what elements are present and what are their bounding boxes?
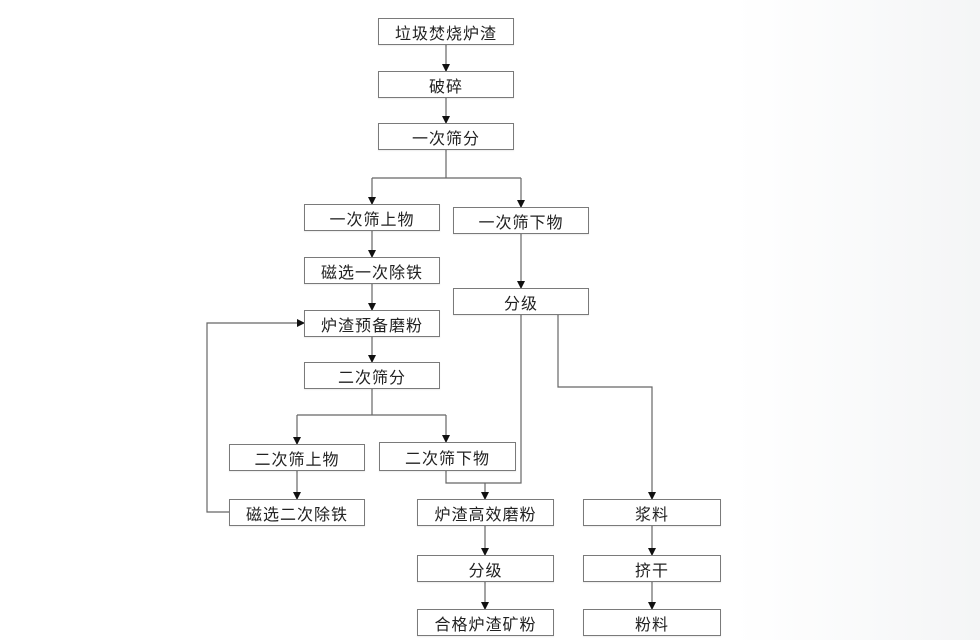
- node-second-screening: 二次筛分: [304, 362, 440, 389]
- node-second-magnetic-separation: 磁选二次除铁: [229, 499, 365, 526]
- node-first-screening: 一次筛分: [378, 123, 514, 150]
- node-slag-input: 垃圾焚烧炉渣: [378, 18, 514, 45]
- node-qualified-slag-powder: 合格炉渣矿粉: [417, 609, 554, 636]
- split-n9: [297, 389, 446, 416]
- split-n3: [372, 150, 521, 179]
- node-slurry: 浆料: [583, 499, 721, 526]
- merge-n7-n11: [445, 315, 522, 499]
- node-classification-2: 分级: [417, 555, 554, 582]
- node-powder: 粉料: [583, 609, 721, 636]
- node-pre-grinding: 炉渣预备磨粉: [304, 310, 440, 337]
- loop-n12-n8: [206, 319, 305, 513]
- node-second-oversize: 二次筛上物: [229, 444, 365, 471]
- node-first-undersize: 一次筛下物: [453, 207, 589, 234]
- node-second-undersize: 二次筛下物: [379, 442, 516, 471]
- arrow-n7-n14: [557, 315, 656, 500]
- node-squeeze-dry: 挤干: [583, 555, 721, 582]
- node-high-efficiency-grinding: 炉渣高效磨粉: [417, 499, 554, 526]
- node-crushing: 破碎: [378, 71, 514, 98]
- node-classification-1: 分级: [453, 288, 589, 315]
- node-first-oversize: 一次筛上物: [304, 204, 440, 231]
- node-first-magnetic-separation: 磁选一次除铁: [304, 257, 440, 284]
